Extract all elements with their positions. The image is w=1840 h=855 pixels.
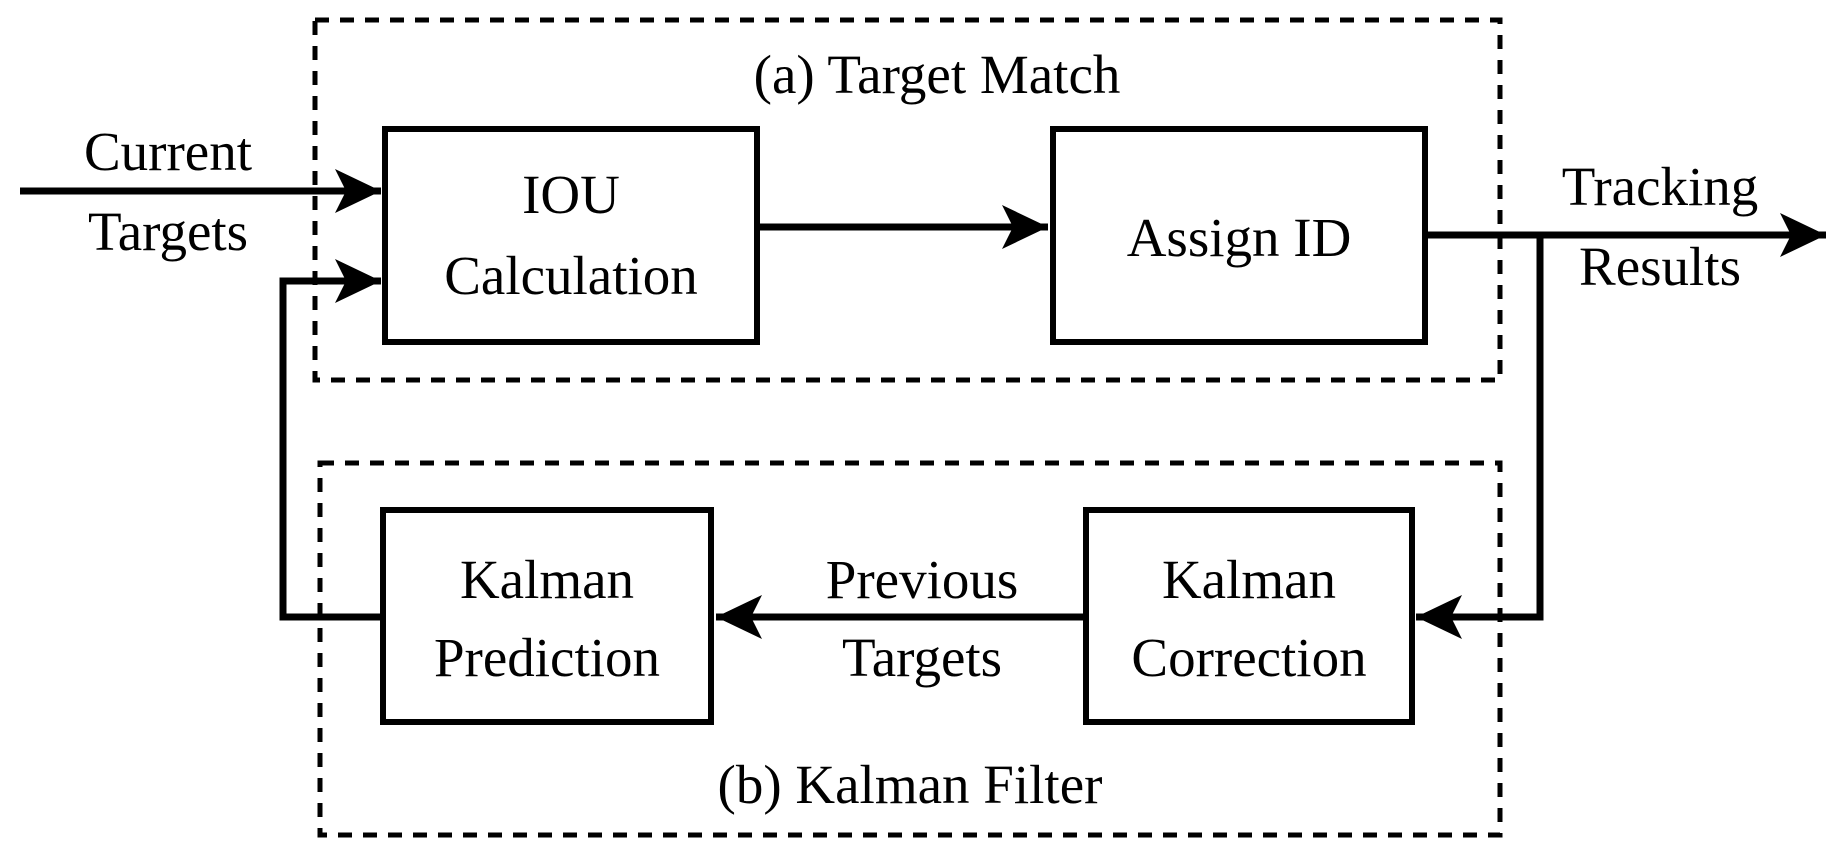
tracking-results-line2: Results bbox=[1579, 236, 1741, 297]
kalman-prediction-line2: Prediction bbox=[434, 627, 660, 688]
current-targets-line2: Targets bbox=[88, 201, 248, 262]
target-match-label: (a) Target Match bbox=[754, 44, 1121, 105]
tracking-results-line1: Tracking bbox=[1562, 156, 1759, 217]
feedback-to-correction-arrow bbox=[1416, 235, 1544, 639]
kalman-prediction-line1: Kalman bbox=[460, 549, 634, 610]
target-match-group bbox=[312, 17, 1503, 383]
kalman-correction-line1: Kalman bbox=[1162, 549, 1336, 610]
kalman-prediction-block bbox=[380, 507, 714, 725]
prediction-feedback-arrow bbox=[279, 259, 383, 621]
previous-targets-line2: Targets bbox=[842, 627, 1002, 688]
kalman-correction-line2: Correction bbox=[1131, 627, 1366, 688]
iou-calculation-line1: IOU bbox=[522, 164, 620, 225]
iou-calculation-block bbox=[382, 126, 760, 345]
current-targets-line1: Current bbox=[84, 121, 252, 182]
kalman-filter-label: (b) Kalman Filter bbox=[718, 754, 1103, 815]
previous-targets-line1: Previous bbox=[826, 549, 1019, 610]
assign-id-label: Assign ID bbox=[1127, 207, 1352, 268]
assign-id-block bbox=[1050, 126, 1428, 345]
kalman-correction-block bbox=[1083, 507, 1415, 725]
iou-calculation-line2: Calculation bbox=[444, 245, 698, 306]
